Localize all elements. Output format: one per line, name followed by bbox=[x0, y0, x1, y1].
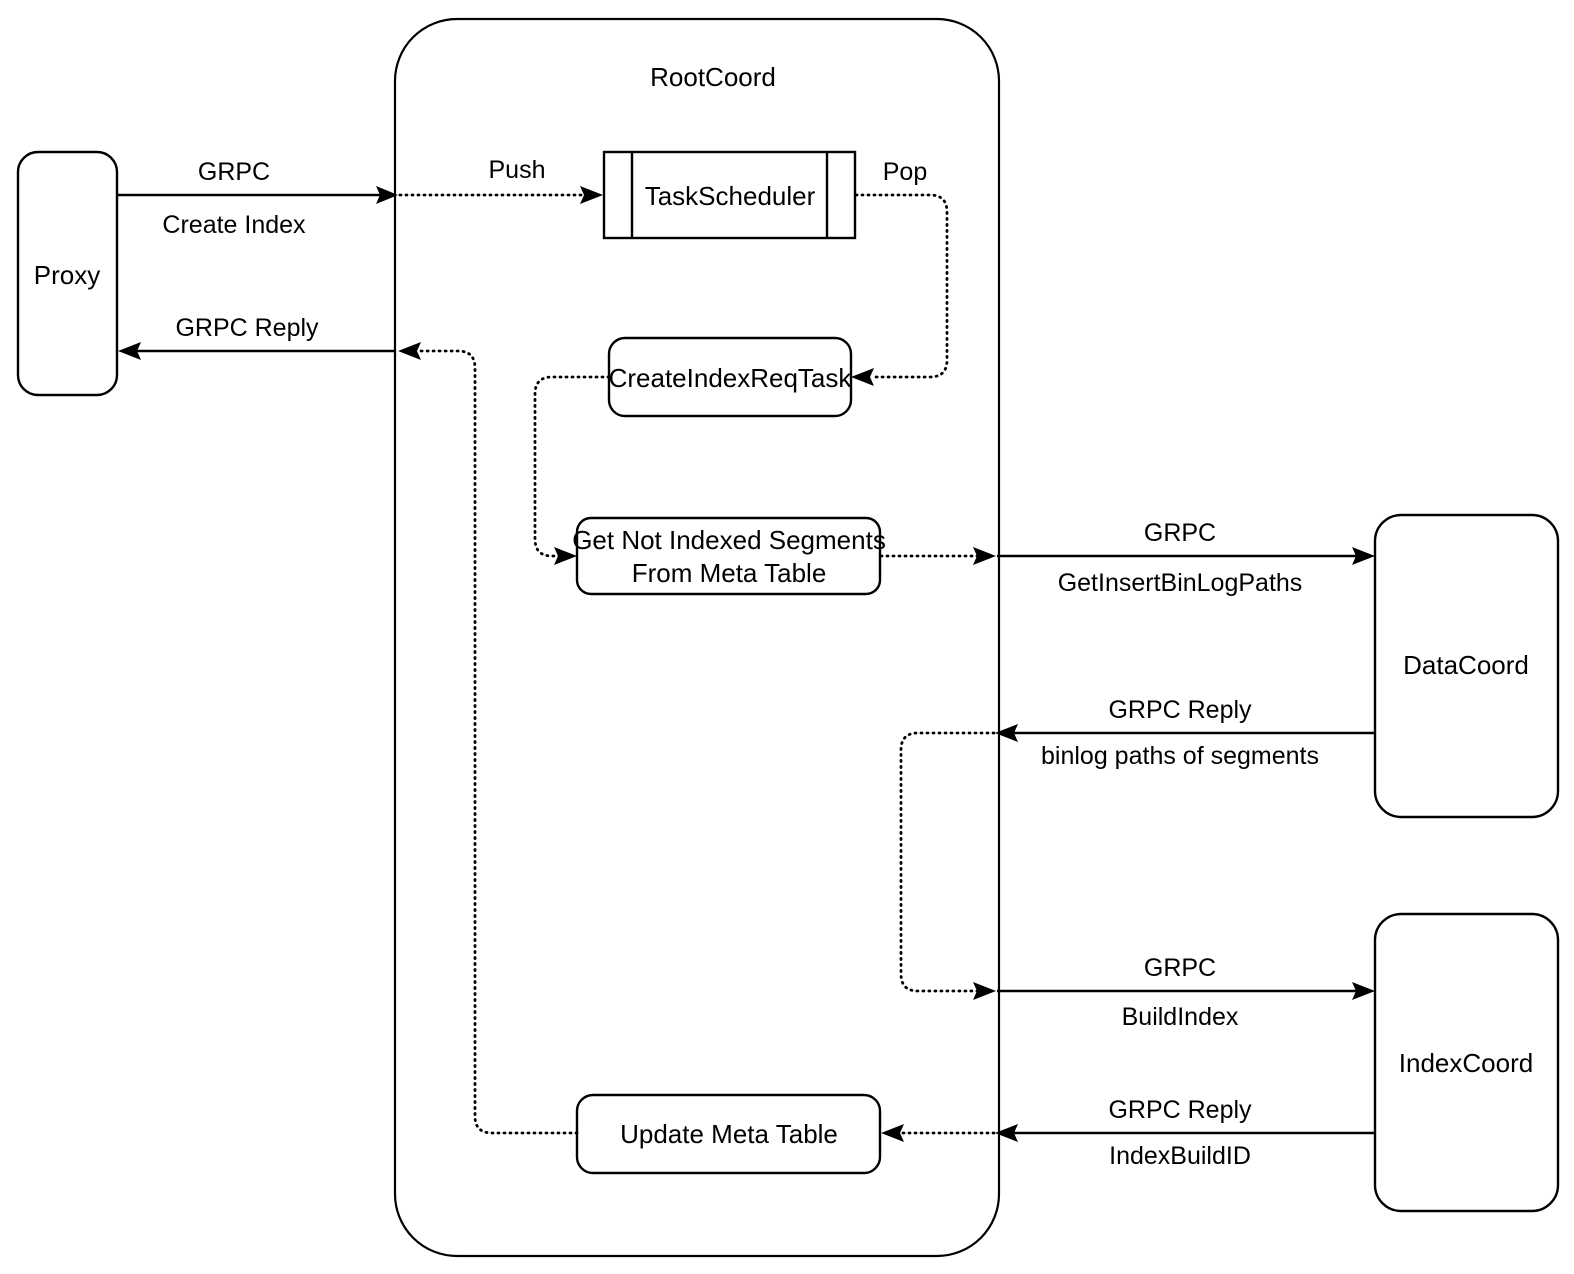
edge-getinsertbinlogpaths-arrowhead bbox=[1352, 547, 1375, 565]
edge-buildindex-label-line1: GRPC bbox=[1144, 954, 1216, 982]
edge-internal-binlog-to-buildindex-path bbox=[899, 731, 996, 993]
rootcoord-container-outline bbox=[393, 17, 1001, 1258]
edge-task-to-segments-path bbox=[533, 375, 611, 558]
edge-internal-binlog-to-buildindex-arrowhead bbox=[973, 982, 996, 1000]
edge-buildindex-label-line2: BuildIndex bbox=[1122, 1003, 1239, 1031]
edge-rootcoord-to-scheduler: Push bbox=[398, 156, 603, 204]
proxy-label: Proxy bbox=[34, 260, 100, 290]
edge-proxy-to-rootcoord: GRPC Create Index bbox=[118, 158, 398, 239]
edge-task-to-segments-arrowhead bbox=[554, 547, 577, 565]
node-create-index-req-task[interactable]: CreateIndexReqTask bbox=[607, 336, 853, 418]
edge-push-label: Push bbox=[489, 156, 546, 184]
edge-grpc-reply-label: GRPC Reply bbox=[175, 314, 319, 342]
edge-pop-arrowhead bbox=[851, 368, 874, 386]
edge-update-meta-to-grpc-reply-path bbox=[419, 349, 579, 1135]
data-coord-label: DataCoord bbox=[1403, 650, 1529, 680]
update-meta-table-label: Update Meta Table bbox=[620, 1119, 838, 1149]
edge-push-arrowhead bbox=[580, 186, 603, 204]
data-coord-box[interactable] bbox=[1373, 513, 1560, 819]
edge-datacoord-reply-label-line2: binlog paths of segments bbox=[1041, 742, 1319, 770]
node-proxy[interactable]: Proxy bbox=[16, 150, 119, 397]
index-coord-label: IndexCoord bbox=[1399, 1048, 1533, 1078]
edge-proxy-to-rootcoord-label-line2: Create Index bbox=[162, 211, 306, 239]
node-data-coord[interactable]: DataCoord bbox=[1373, 513, 1560, 819]
edge-boundary-to-update-meta bbox=[881, 1124, 996, 1142]
edge-pop-path bbox=[854, 193, 949, 379]
edge-proxy-to-rootcoord-label-line1: GRPC bbox=[198, 158, 270, 186]
rootcoord-container: RootCoord bbox=[393, 17, 1001, 1258]
edge-getinsertbinlogpaths-label-line1: GRPC bbox=[1144, 519, 1216, 547]
task-scheduler-box[interactable] bbox=[602, 150, 857, 240]
get-not-indexed-segments-label-line2: From Meta Table bbox=[632, 558, 827, 588]
edge-indexcoord-reply-label-line1: GRPC Reply bbox=[1108, 1096, 1252, 1124]
edge-grpc-reply-arrowhead bbox=[118, 342, 141, 360]
get-not-indexed-segments-label-line1: Get Not Indexed Segments bbox=[572, 525, 886, 555]
edge-datacoord-reply: GRPC Reply binlog paths of segments bbox=[995, 696, 1375, 770]
edge-rootcoord-to-datacoord: GRPC GetInsertBinLogPaths bbox=[997, 519, 1375, 597]
edge-buildindex-arrowhead bbox=[1352, 982, 1375, 1000]
task-scheduler-label: TaskScheduler bbox=[645, 181, 816, 211]
edge-task-to-segments bbox=[533, 375, 611, 565]
edge-update-meta-to-grpc-reply bbox=[398, 342, 579, 1135]
index-coord-box[interactable] bbox=[1373, 912, 1560, 1213]
edge-indexcoord-reply-arrowhead bbox=[995, 1124, 1018, 1142]
edge-pop-label: Pop bbox=[883, 158, 927, 186]
edge-segments-to-boundary bbox=[879, 547, 996, 565]
edge-rootcoord-to-proxy: GRPC Reply bbox=[118, 314, 396, 360]
node-update-meta-table[interactable]: Update Meta Table bbox=[575, 1093, 882, 1175]
node-task-scheduler[interactable]: TaskScheduler bbox=[602, 150, 857, 240]
edge-rootcoord-to-indexcoord: GRPC BuildIndex bbox=[997, 954, 1375, 1031]
edge-datacoord-reply-label-line1: GRPC Reply bbox=[1108, 696, 1252, 724]
node-index-coord[interactable]: IndexCoord bbox=[1373, 912, 1560, 1213]
edge-proxy-to-rootcoord-arrowhead bbox=[376, 186, 398, 204]
edge-internal-binlog-to-buildindex bbox=[899, 731, 996, 1000]
edge-getinsertbinlogpaths-label-line2: GetInsertBinLogPaths bbox=[1058, 569, 1303, 597]
proxy-box[interactable] bbox=[16, 150, 119, 397]
edge-indexcoord-reply: GRPC Reply IndexBuildID bbox=[995, 1096, 1375, 1170]
edge-indexcoord-reply-label-line2: IndexBuildID bbox=[1109, 1142, 1251, 1170]
edge-scheduler-to-task: Pop bbox=[851, 158, 949, 386]
rootcoord-title: RootCoord bbox=[650, 62, 776, 92]
node-get-not-indexed-segments[interactable]: Get Not Indexed Segments From Meta Table bbox=[572, 516, 886, 596]
edge-segments-to-boundary-arrowhead bbox=[973, 547, 996, 565]
create-index-req-task-label: CreateIndexReqTask bbox=[609, 363, 853, 393]
edge-datacoord-reply-arrowhead bbox=[995, 724, 1018, 742]
edge-update-meta-to-grpc-reply-arrowhead bbox=[398, 342, 421, 360]
edge-boundary-to-update-meta-arrowhead bbox=[881, 1124, 904, 1142]
